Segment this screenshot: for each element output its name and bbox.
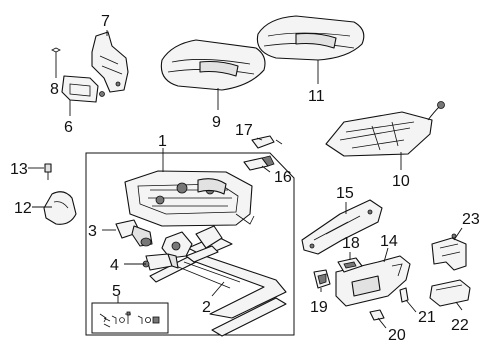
callout-7: 7 [101,13,110,30]
callout-23: 23 [462,211,480,228]
callout-6: 6 [64,119,73,136]
slide-motor-part [142,253,179,271]
callout-labels: 1 2 3 4 5 6 7 8 9 10 11 12 13 14 15 16 1… [10,13,480,344]
callout-13: 13 [10,161,28,178]
callout-14: 14 [380,233,398,250]
seat-frame-assembly-box [85,152,295,336]
module-mount-bracket-part [431,233,467,271]
fasteners-kit-part [91,302,169,334]
cushion-cover-part [256,15,365,61]
height-motor-part [115,219,153,247]
screw-part [51,47,61,62]
callout-15: 15 [336,185,354,202]
callout-18: 18 [342,235,360,252]
callout-2: 2 [202,299,211,316]
recliner-gear-part [161,225,223,259]
callout-11: 11 [308,88,325,105]
connector-part [243,155,275,171]
callout-16: 16 [274,169,292,186]
lumbar-switch-part [313,269,331,289]
module-bracket-part [91,31,129,93]
callout-4: 4 [110,257,119,274]
side-shield-part [43,191,77,225]
callout-19: 19 [310,299,328,316]
callout-21: 21 [418,309,436,326]
harness-clip-part [251,135,283,149]
callout-12: 12 [14,200,32,217]
callout-1: 1 [158,133,167,150]
callout-22: 22 [451,317,469,334]
callout-17: 17 [235,122,253,139]
cushion-heater-mat-part [325,101,445,157]
control-module-part [61,75,105,103]
knob-part [369,309,385,321]
cap-part [399,287,409,303]
leader-lines [28,30,463,329]
seat-module-part [429,279,471,307]
seat-frame-part [124,170,255,227]
callout-8: 8 [50,81,59,98]
callout-5: 5 [112,283,121,300]
seat-cushion-part [160,39,266,91]
callout-9: 9 [212,114,221,131]
callout-10: 10 [392,173,410,190]
callout-3: 3 [88,223,97,240]
inner-trim-bracket-part [301,199,383,255]
callout-20: 20 [388,327,406,344]
clip-part [44,163,52,180]
